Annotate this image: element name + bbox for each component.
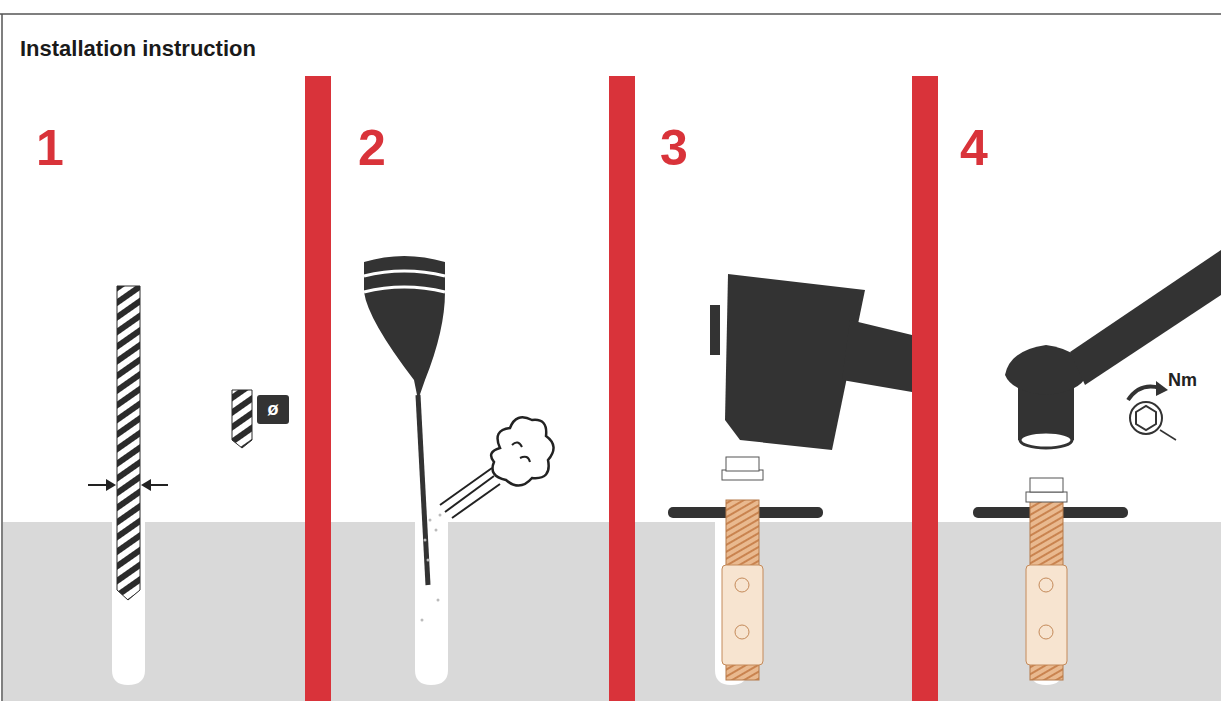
step-number: 2 [358, 120, 386, 177]
torque-unit: Nm [1168, 370, 1197, 391]
diameter-symbol: ø [268, 399, 279, 420]
step-number: 1 [36, 120, 64, 177]
diagram-title: Installation instruction [20, 36, 256, 62]
step-number: 3 [660, 120, 688, 177]
step-number: 4 [960, 120, 988, 177]
